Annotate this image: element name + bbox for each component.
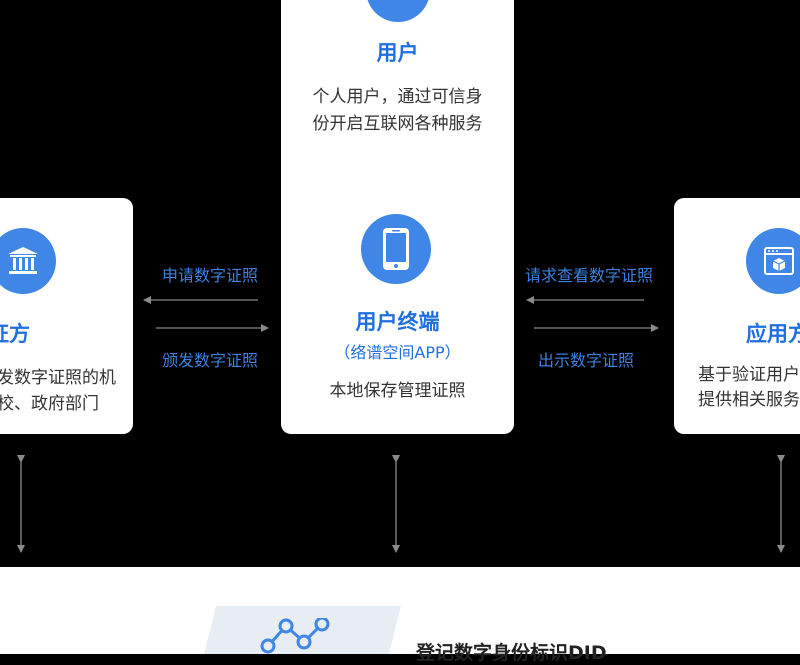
show-label: 出示数字证照 bbox=[538, 351, 635, 370]
app-party-desc-line1: 基于验证用户 bbox=[698, 365, 800, 385]
user-icon bbox=[366, 0, 430, 22]
terminal-title: 用户终端 bbox=[355, 310, 440, 334]
app-party-card: 应用方 基于验证用户 提供相关服务 bbox=[674, 198, 800, 434]
apply-label: 申请数字证照 bbox=[162, 266, 259, 285]
bottom-band bbox=[0, 567, 800, 654]
issue-label: 颁发数字证照 bbox=[162, 351, 259, 370]
network-nodes-icon bbox=[260, 618, 330, 654]
issuer-desc-line1: 发数字证照的机 bbox=[0, 368, 116, 388]
app-party-title: 应用方 bbox=[746, 322, 800, 346]
issuer-desc-line2: 校、政府部门 bbox=[0, 394, 99, 414]
user-terminal-card: 用户 个人用户，通过可信身 份开启互联网各种服务 用户终端 （络谱空间APP） … bbox=[281, 0, 514, 434]
user-desc-line1: 个人用户，通过可信身 bbox=[312, 87, 483, 107]
app-window-icon bbox=[746, 228, 800, 294]
bank-icon bbox=[0, 228, 56, 294]
user-title: 用户 bbox=[376, 41, 419, 65]
terminal-desc: 本地保存管理证照 bbox=[329, 381, 466, 401]
issuer-title: 发证方 bbox=[0, 322, 30, 346]
app-party-desc-line2: 提供相关服务 bbox=[698, 390, 800, 410]
user-desc-line2: 份开启互联网各种服务 bbox=[312, 114, 483, 134]
phone-icon bbox=[361, 214, 431, 284]
terminal-subtitle: （络谱空间APP） bbox=[334, 343, 461, 362]
request-label: 请求查看数字证照 bbox=[525, 266, 654, 285]
issuer-card: 发证方 发数字证照的机 校、政府部门 bbox=[0, 198, 133, 434]
register-did-label: 登记数字身份标识DID bbox=[416, 642, 607, 664]
